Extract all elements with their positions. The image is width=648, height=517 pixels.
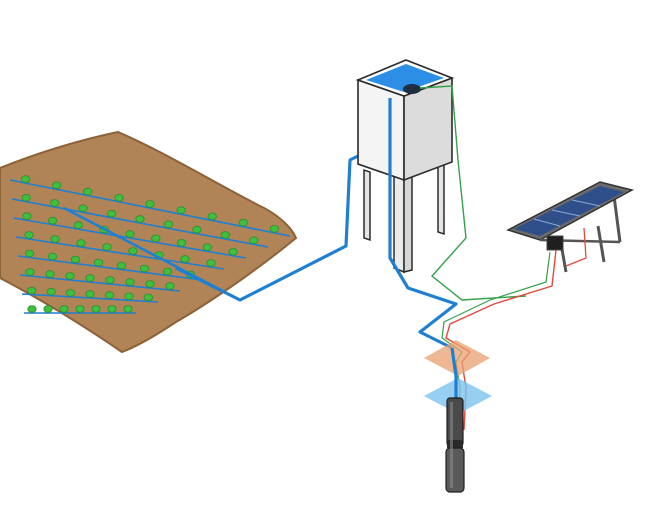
controller-box-icon (547, 236, 563, 250)
tank-leg (364, 170, 370, 240)
plant-icon (164, 221, 172, 228)
plant-icon (105, 292, 113, 299)
plant-icon (66, 273, 74, 280)
plant-icon (53, 182, 61, 189)
tank-front (358, 80, 404, 180)
crop-field (0, 132, 296, 352)
plant-icon (48, 253, 56, 260)
plant-icon (177, 207, 185, 214)
submersible-pump (446, 398, 464, 492)
plant-icon (117, 262, 125, 269)
plant-icon (103, 244, 111, 251)
soil-layer (424, 340, 490, 376)
plant-icon (108, 306, 116, 313)
plant-icon (152, 235, 160, 242)
plant-icon (21, 176, 29, 183)
pump-highlight (450, 402, 453, 488)
plant-icon (84, 188, 92, 195)
plant-icon (51, 236, 59, 243)
plant-icon (125, 293, 133, 300)
plant-icon (115, 194, 123, 201)
plant-icon (229, 248, 237, 255)
plant-icon (28, 306, 36, 313)
plant-icon (146, 281, 154, 288)
plant-icon (146, 201, 154, 208)
panel-leg (614, 196, 620, 242)
plant-icon (44, 306, 52, 313)
plant-icon (46, 271, 54, 278)
plant-icon (221, 232, 229, 239)
tank-leg (404, 174, 412, 272)
plant-icon (177, 240, 185, 247)
float-switch-icon (403, 84, 421, 94)
panel-wire (566, 228, 586, 266)
plant-icon (106, 277, 114, 284)
plant-icon (22, 194, 30, 201)
plant-icon (25, 250, 33, 257)
plant-icon (23, 213, 31, 220)
plant-icon (28, 287, 36, 294)
plant-icon (74, 222, 82, 229)
plant-icon (140, 265, 148, 272)
plant-icon (163, 268, 171, 275)
plant-icon (193, 226, 201, 233)
plant-icon (136, 216, 144, 223)
plant-icon (51, 200, 59, 207)
plant-icon (25, 232, 33, 239)
plant-icon (60, 306, 68, 313)
pump-upper (447, 398, 463, 446)
plant-icon (86, 275, 94, 282)
plant-icon (71, 256, 79, 263)
plant-icon (181, 256, 189, 263)
tank-leg (394, 170, 404, 272)
plant-icon (208, 213, 216, 220)
solar-panel (508, 182, 632, 272)
plant-icon (124, 306, 132, 313)
plant-icon (239, 219, 247, 226)
plant-icon (107, 210, 115, 217)
plant-icon (76, 306, 84, 313)
plant-icon (92, 306, 100, 313)
plant-icon (77, 240, 85, 247)
plant-icon (144, 294, 152, 301)
plant-icon (203, 244, 211, 251)
tank-leg (438, 160, 444, 234)
plant-icon (207, 260, 215, 267)
panel-cells (514, 186, 624, 236)
elevated-water-tank (358, 60, 526, 348)
plant-icon (129, 248, 137, 255)
plant-icon (270, 226, 278, 233)
plant-icon (166, 283, 174, 290)
plant-icon (126, 231, 134, 238)
plant-icon (94, 259, 102, 266)
pump-motor (446, 448, 464, 492)
plant-icon (250, 237, 258, 244)
plant-icon (49, 217, 57, 224)
plant-icon (26, 269, 34, 276)
plant-icon (126, 279, 134, 286)
plant-icon (66, 290, 74, 297)
panel-leg (598, 226, 604, 262)
pump-band (447, 440, 463, 448)
plant-icon (79, 205, 87, 212)
plant-icon (86, 291, 94, 298)
plant-icon (47, 288, 55, 295)
